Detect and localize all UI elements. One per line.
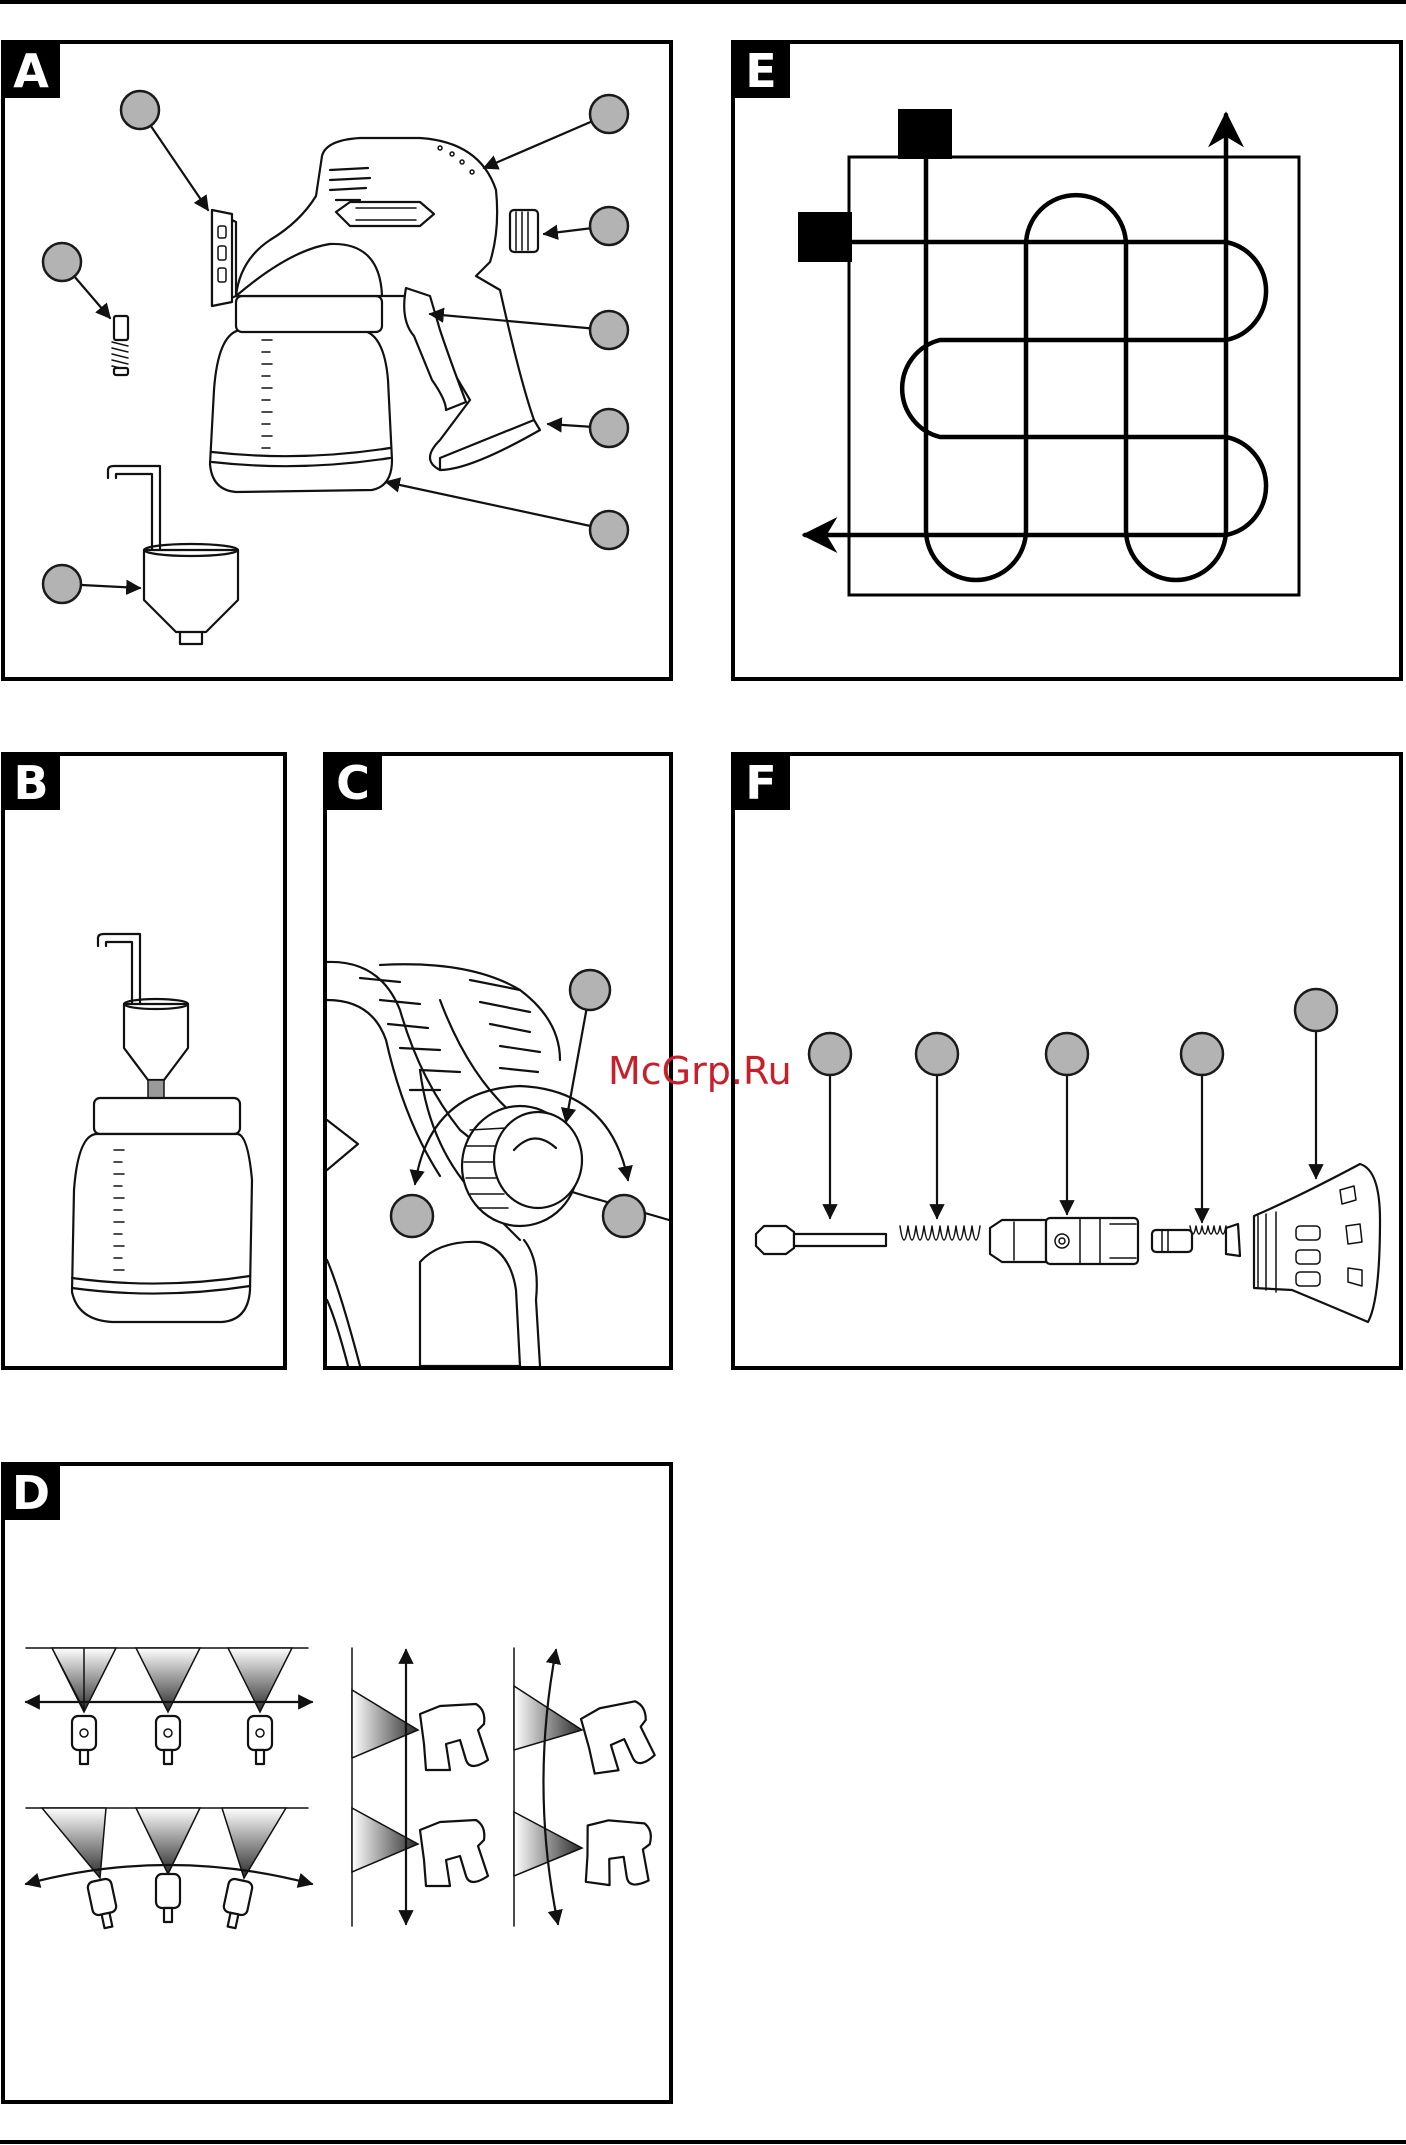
- spray-gun-icon: [420, 1704, 488, 1886]
- panel-b: B: [3, 754, 285, 1368]
- panel-e-frame: [733, 42, 1401, 679]
- panel-b-label: B: [13, 756, 48, 810]
- callout-circle-icon: [590, 511, 628, 549]
- spray-gun-icon: [580, 1700, 657, 1891]
- spring-icon: [900, 1226, 980, 1240]
- panel-a-label: A: [13, 44, 49, 98]
- callout-circle-icon: [590, 311, 628, 349]
- spray-gun-closeup: [327, 962, 669, 1366]
- callout-circle-icon: [570, 970, 610, 1010]
- callout-circle-icon: [391, 1195, 433, 1237]
- callout-circle-icon: [590, 207, 628, 245]
- callout-circle-icon: [1181, 1033, 1223, 1075]
- correct-horizontal-pass: [26, 1648, 312, 1764]
- callout-circle-icon: [590, 95, 628, 133]
- start-marker-left: [798, 212, 852, 262]
- callout-circle-icon: [43, 565, 81, 603]
- correct-vertical-pass: [352, 1648, 488, 1926]
- panel-e: E: [733, 42, 1401, 679]
- panel-d: D: [3, 1464, 671, 2102]
- callout-circle-icon: [590, 409, 628, 447]
- callout-circle-icon: [1046, 1033, 1088, 1075]
- spray-gun-icon: [210, 138, 540, 492]
- panel-f: F: [733, 754, 1401, 1368]
- callout-circle-icon: [809, 1033, 851, 1075]
- callout-circle-icon: [916, 1033, 958, 1075]
- spray-gun-icon: [87, 1874, 254, 1928]
- funnel-icon: [108, 466, 238, 644]
- callout-circle-icon: [43, 243, 81, 281]
- callout-circle-icon: [603, 1195, 645, 1237]
- incorrect-vertical-arc-pass: [514, 1648, 656, 1926]
- nozzle-icon: [756, 1226, 886, 1254]
- start-marker-top: [898, 109, 952, 159]
- panel-e-label: E: [745, 44, 776, 98]
- atomizer-icon: [1152, 1224, 1240, 1256]
- horizontal-stroke-path: [805, 242, 1266, 535]
- spray-gun-icon: [72, 1716, 272, 1764]
- callout-circle-icon: [1295, 989, 1337, 1031]
- watermark: McGrp.Ru: [608, 1049, 792, 1093]
- nozzle-body-icon: [990, 1218, 1138, 1264]
- panel-a: A: [3, 42, 671, 679]
- vertical-stroke-path: [926, 115, 1226, 580]
- panel-c-label: C: [336, 756, 370, 810]
- work-surface: [849, 157, 1299, 595]
- panel-d-frame: [3, 1464, 671, 2102]
- nozzle-cap-icon: [1254, 1164, 1380, 1322]
- panel-f-label: F: [745, 756, 776, 810]
- spring-icon: [112, 316, 128, 375]
- container-icon: [72, 934, 252, 1322]
- callout-circle-icon: [121, 91, 159, 129]
- panel-d-label: D: [12, 1466, 50, 1520]
- incorrect-arc-pass: [26, 1808, 312, 1928]
